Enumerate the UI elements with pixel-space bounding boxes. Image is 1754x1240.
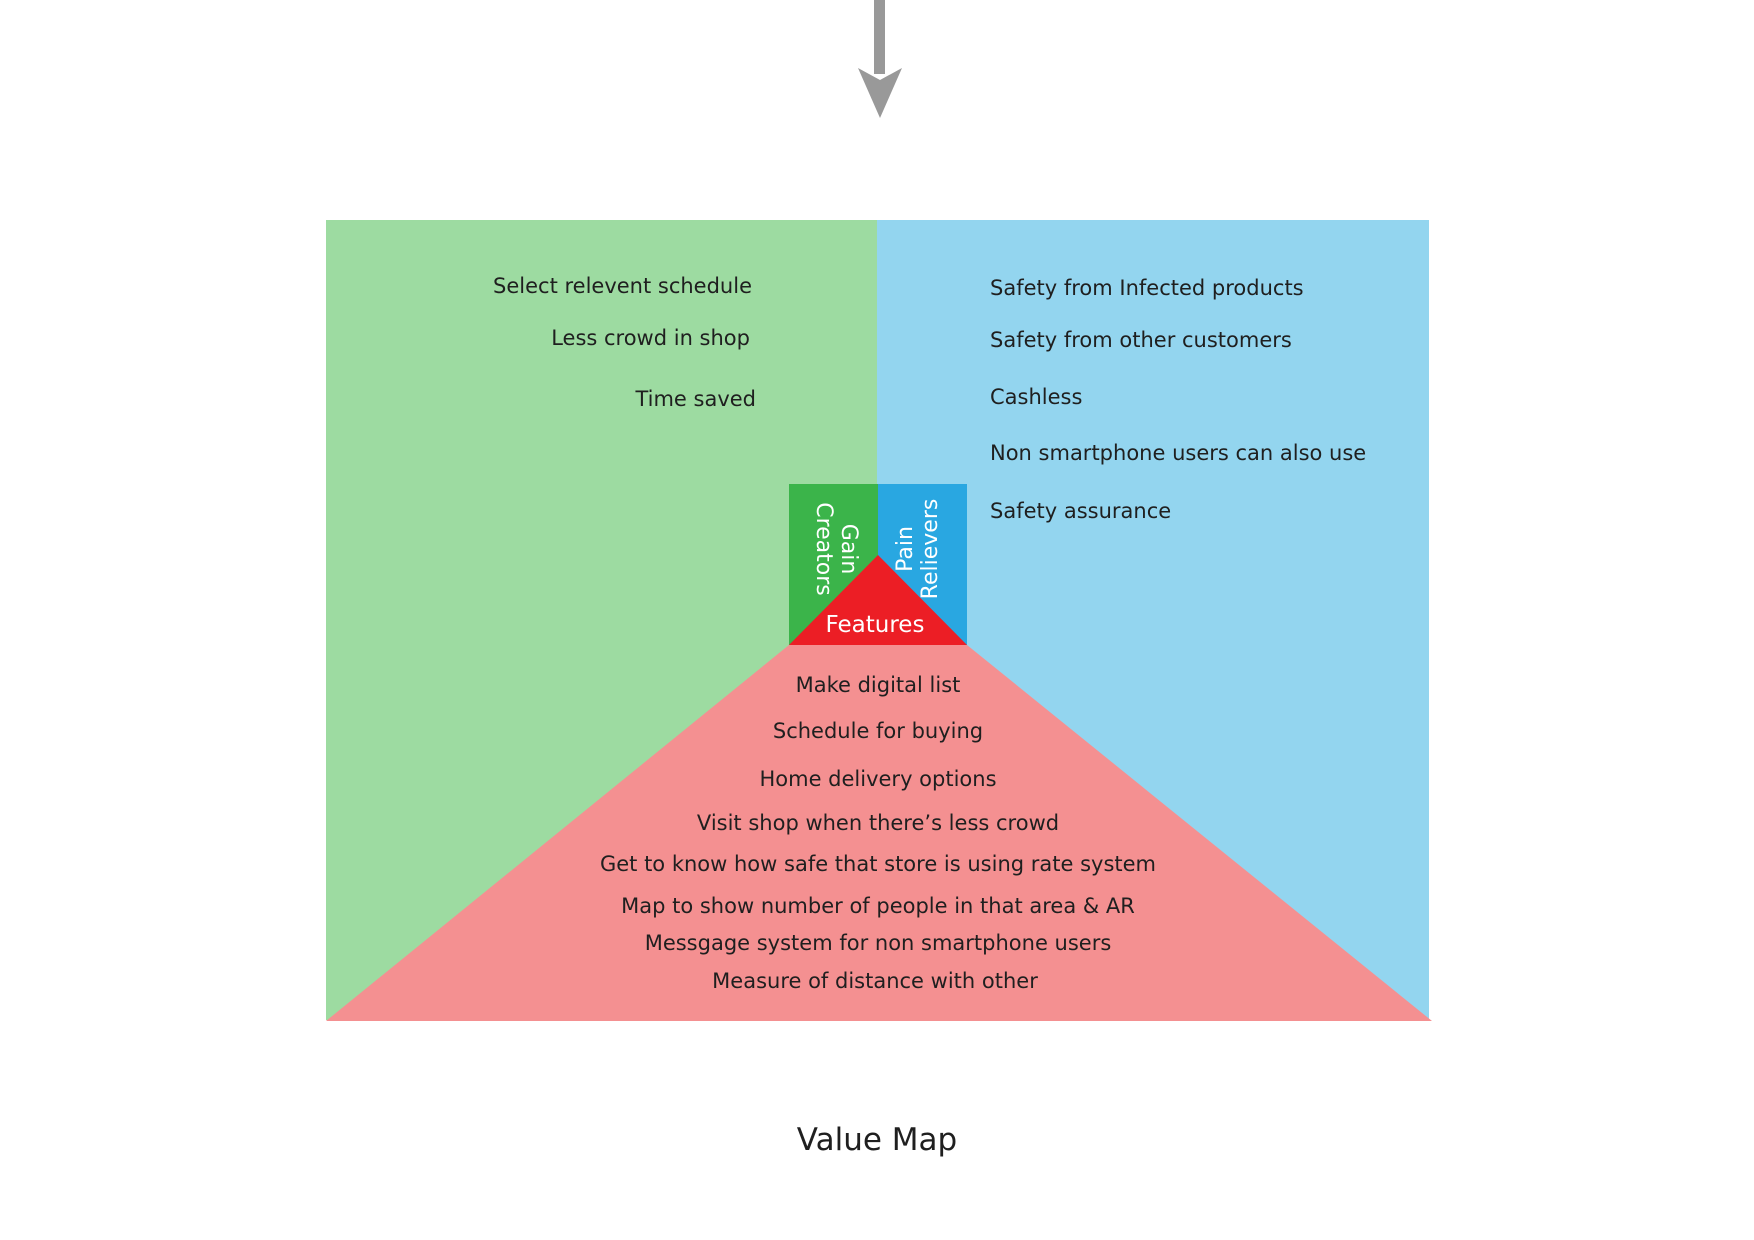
gain-item: Time saved (635, 387, 756, 411)
feature-item: Messgage system for non smartphone users (644, 931, 1112, 955)
feature-item: Home delivery options (759, 767, 997, 791)
diagram-caption: Value Map (796, 1122, 958, 1158)
pain-item: Safety from Infected products (990, 276, 1304, 300)
features-core (789, 555, 967, 645)
feature-item: Get to know how safe that store is using… (599, 852, 1157, 876)
gain-item: Select relevent schedule (493, 274, 752, 298)
gain-creators-label-line1: Gain (836, 523, 861, 575)
arrow-down-icon (858, 0, 902, 118)
feature-item: Map to show number of people in that are… (621, 894, 1135, 918)
feature-item: Measure of distance with other (712, 969, 1038, 993)
pain-relievers-label-line1: Pain (893, 526, 918, 572)
features-label: Features (825, 612, 925, 638)
feature-item: Make digital list (795, 673, 961, 697)
arrow-shaft (874, 0, 885, 74)
gain-creators-label-line2: Creators (810, 502, 836, 596)
pain-item: Safety from other customers (990, 328, 1292, 352)
feature-item: Schedule for buying (772, 719, 984, 743)
pain-item: Cashless (990, 385, 1083, 409)
gain-item: Less crowd in shop (551, 326, 750, 350)
pain-relievers-label: Pain Relievers (893, 474, 949, 624)
pain-relievers-label-line2: Relievers (918, 498, 944, 600)
features-region (326, 645, 1432, 1021)
arrow-head (858, 68, 902, 118)
feature-item: Visit shop when there’s less crowd (696, 811, 1060, 835)
gain-creators-label: Gain Creators (805, 474, 861, 624)
pain-item: Safety assurance (990, 499, 1172, 523)
pain-item: Non smartphone users can also use (990, 441, 1367, 465)
